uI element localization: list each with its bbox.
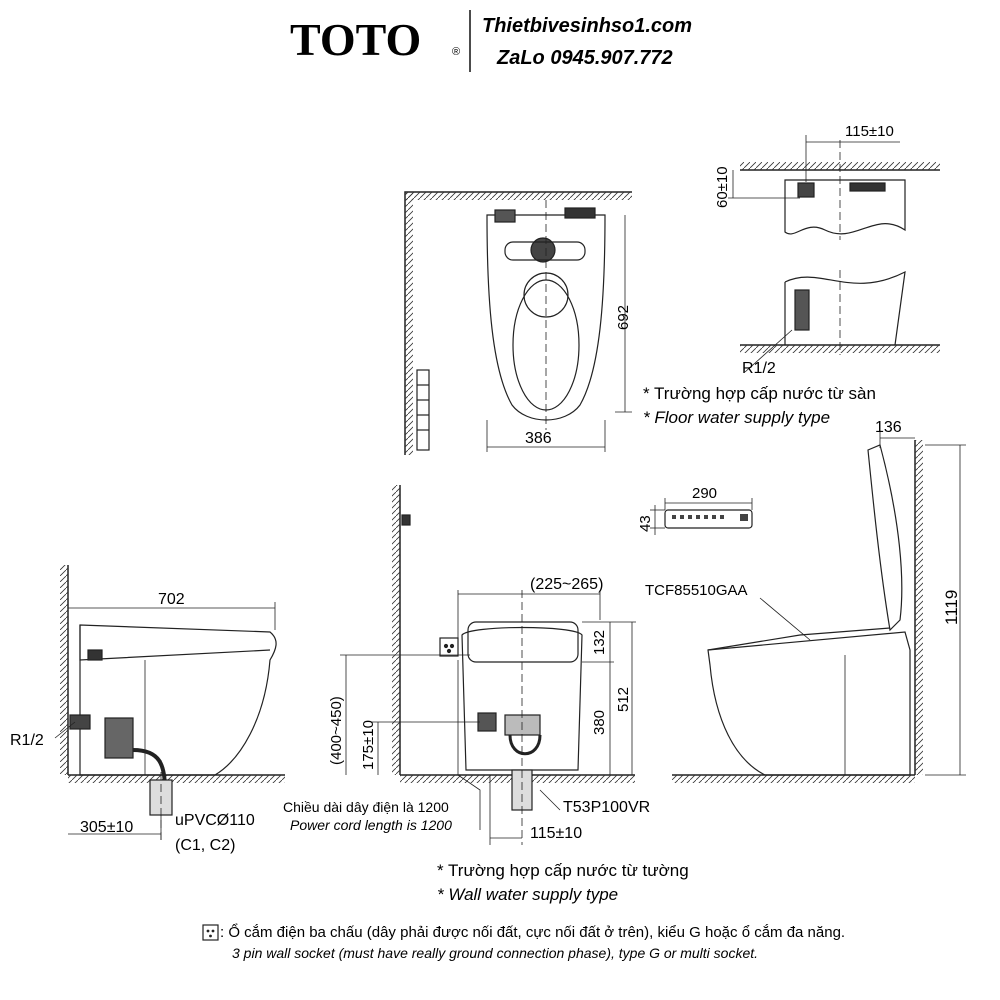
top-view-flange <box>530 237 556 263</box>
left-side-view <box>54 565 285 840</box>
front-view-valve <box>477 712 497 732</box>
top-view-width-dim: 386 <box>525 430 552 447</box>
floor-supply-valve <box>794 289 810 331</box>
floor-supply-note-en: * Floor water supply type <box>643 408 830 427</box>
left-side-thread: R1/2 <box>10 732 44 749</box>
legend-socket-vi: : Ổ cắm điện ba chấu (dây phải được nối … <box>220 923 845 941</box>
legend: : Ổ cắm điện ba chấu (dây phải được nối … <box>202 923 845 961</box>
top-view <box>404 191 632 455</box>
left-side-pipe-codes: (C1, C2) <box>175 837 235 854</box>
remote-control <box>650 498 753 535</box>
floor-supply-height-dim: 60±10 <box>714 166 731 208</box>
remote-buttons <box>672 514 748 521</box>
left-side-body <box>79 624 277 776</box>
floor-supply-bottom-part <box>784 270 906 346</box>
remote-width-dim: 290 <box>692 485 717 502</box>
brand-logo: TOTO <box>290 14 421 65</box>
front-view-cord-vi: Chiều dài dây điện là 1200 <box>283 799 449 815</box>
front-view-socket <box>439 637 459 657</box>
remote-height-dim: 43 <box>637 515 654 532</box>
floor-supply-thread: R1/2 <box>742 360 776 377</box>
floor-supply-detail <box>728 135 940 373</box>
floor-supply-note-vi: * Trường hợp cấp nước từ sàn <box>643 384 876 403</box>
front-view-132-dim: 132 <box>591 630 608 655</box>
front-view-note-en: * Wall water supply type <box>437 885 618 904</box>
right-side-136-dim: 136 <box>875 419 902 436</box>
front-view-seat <box>467 621 579 663</box>
front-view-cord-en: Power cord length is 1200 <box>290 817 452 833</box>
socket-icon <box>202 924 219 941</box>
front-view <box>340 485 636 845</box>
front-view-512-dim: 512 <box>615 687 632 712</box>
right-side-lid <box>867 444 903 632</box>
top-view-wall <box>404 191 632 455</box>
top-view-depth-dim: 692 <box>615 305 632 330</box>
front-view-height-range-dim: (400~450) <box>328 696 345 765</box>
legend-socket-en: 3 pin wall socket (must have really grou… <box>232 945 758 961</box>
registered-mark: ® <box>452 46 460 58</box>
front-view-range-dim: (225~265) <box>530 576 603 593</box>
website-text: Thietbivesinhso1.com <box>482 15 692 37</box>
left-side-pipe-label: uPVCØ110 <box>175 812 255 829</box>
front-view-offset-dim: 115±10 <box>530 825 582 842</box>
top-view-side-rail <box>416 369 430 451</box>
right-side-1119-dim: 1119 <box>942 590 961 625</box>
front-view-380-dim: 380 <box>591 710 608 735</box>
right-side-model: TCF85510GAA <box>645 582 748 599</box>
front-view-note-vi: * Trường hợp cấp nước từ tường <box>437 861 689 880</box>
floor-supply-offset-dim: 115±10 <box>845 123 894 140</box>
front-view-body <box>461 626 583 771</box>
top-view-bowl-outline <box>486 214 606 421</box>
remote-body <box>664 509 753 529</box>
front-view-175-dim: 175±10 <box>360 720 377 770</box>
front-view-valve-model: T53P100VR <box>563 799 650 816</box>
left-side-valve <box>104 717 134 759</box>
header: TOTO ® Thietbivesinhso1.com ZaLo 0945.90… <box>290 10 692 72</box>
top-view-wall-hatch <box>405 192 413 455</box>
floor-supply-top-part <box>784 179 906 235</box>
contact-text: ZaLo 0945.907.772 <box>496 47 673 69</box>
right-side-body <box>707 631 911 776</box>
right-side-view <box>672 430 966 783</box>
left-side-drain-offset-dim: 305±10 <box>80 819 133 836</box>
left-side-length-dim: 702 <box>158 591 185 608</box>
